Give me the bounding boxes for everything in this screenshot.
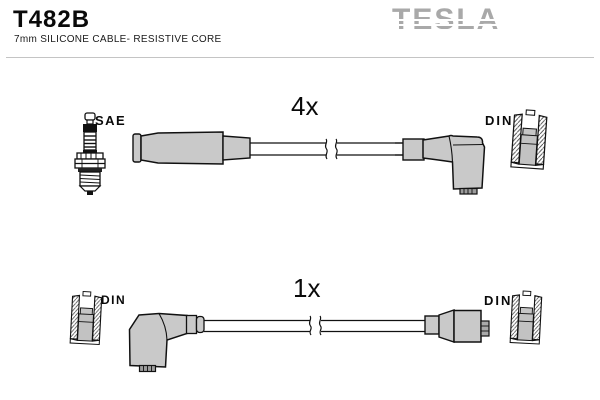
- break-squiggle: [334, 138, 338, 160]
- din-socket-label-lower-left: DIN: [101, 293, 127, 307]
- product-subtitle: 7mm SILICONE CABLE- RESISTIVE CORE: [14, 34, 222, 45]
- straight-boot-icon: [132, 131, 251, 165]
- logo-stripe: [390, 29, 498, 31]
- cable-with-break-icon: [204, 315, 426, 336]
- logo-stripe: [390, 19, 498, 21]
- din-socket-cross-section-icon: [69, 290, 103, 346]
- din-socket-cross-section-icon: [509, 290, 543, 345]
- sae-terminal-label: SAE: [95, 113, 127, 128]
- break-squiggle: [318, 315, 322, 336]
- part-number: T482B: [13, 6, 91, 33]
- din-socket-cross-section-icon: [510, 109, 548, 170]
- din-socket-label-lower-right: DIN: [484, 293, 513, 308]
- elbow-boot-icon: [128, 312, 205, 373]
- break-squiggle: [308, 315, 312, 336]
- cable-with-break-icon: [250, 138, 406, 160]
- header-divider-line: [6, 57, 594, 58]
- din-socket-label-upper: DIN: [485, 113, 514, 128]
- tesla-brand-logo: TESLA: [390, 5, 498, 35]
- break-squiggle: [324, 138, 328, 160]
- quantity-label-1x: 1x: [293, 273, 321, 303]
- spark-plug-icon: [74, 112, 106, 195]
- straight-boot-icon: [424, 309, 490, 343]
- quantity-label-4x: 4x: [291, 91, 319, 121]
- logo-stripe: [390, 24, 498, 26]
- elbow-boot-icon: [395, 134, 486, 195]
